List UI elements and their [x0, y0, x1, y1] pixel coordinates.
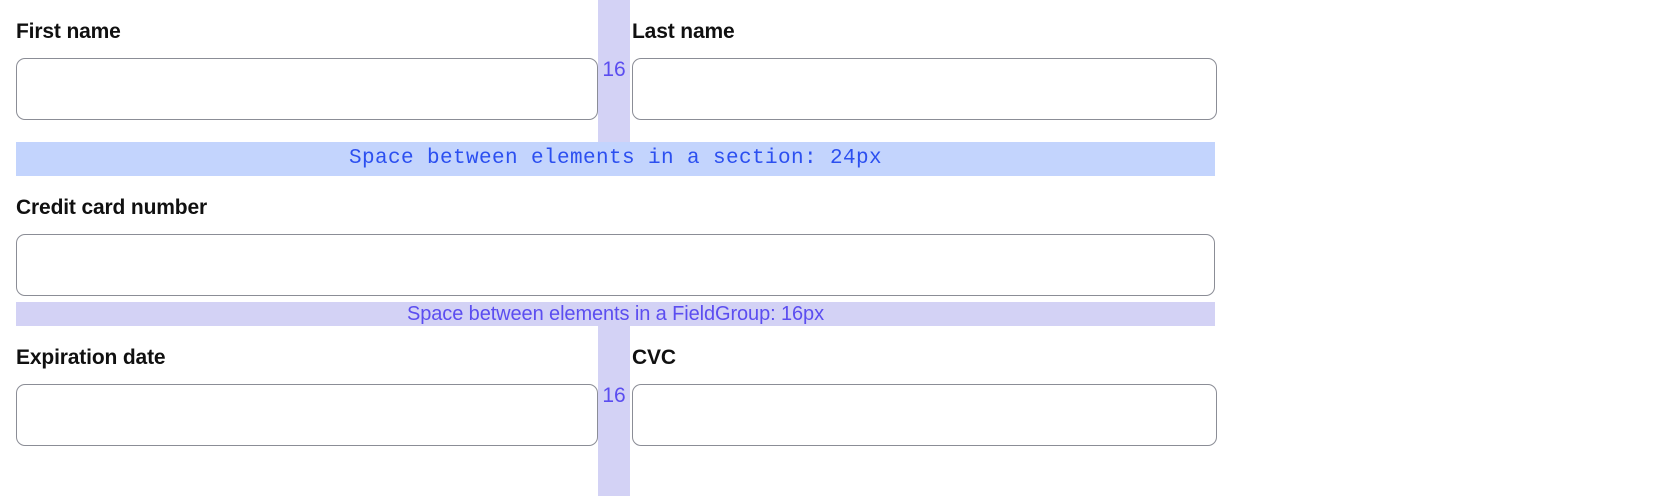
- column-gap-label: 16: [602, 384, 626, 407]
- field-row-name: First name 16 Last name: [0, 0, 1217, 142]
- label-expiration-date: Expiration date: [16, 346, 166, 369]
- field-group-cvc: CVC: [630, 326, 1217, 496]
- label-first-name: First name: [16, 20, 121, 43]
- input-expiration-date[interactable]: [16, 384, 598, 446]
- field-row-expiry: Expiration date 16 CVC: [0, 326, 1217, 496]
- label-credit-card-number: Credit card number: [16, 196, 208, 219]
- annotated-form: First name 16 Last name Space between el…: [0, 0, 1217, 496]
- label-cvc: CVC: [632, 346, 676, 369]
- field-group-last-name: Last name: [630, 0, 1217, 142]
- field-group-first-name: First name: [0, 0, 598, 142]
- column-gap-marker-name-row: 16: [598, 0, 630, 142]
- input-first-name[interactable]: [16, 58, 598, 120]
- label-last-name: Last name: [632, 20, 735, 43]
- field-row-credit-card: Credit card number: [0, 176, 1215, 298]
- input-last-name[interactable]: [632, 58, 1217, 120]
- annotation-bar-fieldgroup-spacing: Space between elements in a FieldGroup: …: [16, 302, 1215, 326]
- column-gap-label: 16: [602, 58, 626, 81]
- input-credit-card-number[interactable]: [16, 234, 1215, 296]
- input-cvc[interactable]: [632, 384, 1217, 446]
- column-gap-marker-expiry-row: 16: [598, 326, 630, 496]
- field-group-expiration-date: Expiration date: [0, 326, 598, 496]
- field-group-credit-card: Credit card number: [0, 176, 1215, 298]
- annotation-bar-section-spacing: Space between elements in a section: 24p…: [16, 142, 1215, 176]
- annotation-fieldgroup-spacing-text: Space between elements in a FieldGroup: …: [407, 302, 824, 325]
- annotation-section-spacing-text: Space between elements in a section: 24p…: [348, 147, 883, 170]
